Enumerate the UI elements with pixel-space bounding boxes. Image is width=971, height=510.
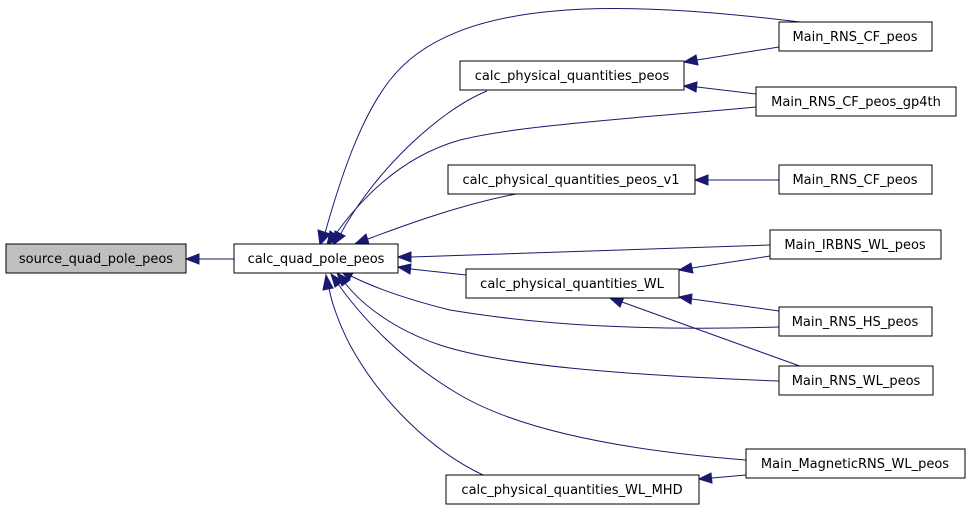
arrowhead <box>697 472 713 484</box>
edge-main-hs-to-calc-wl <box>691 298 780 312</box>
arrowhead <box>677 293 693 305</box>
node-main-magneticrns-wl-peos[interactable]: Main_MagneticRNS_WL_peos <box>745 448 966 479</box>
edge-calc-wl-to-calc-quad <box>410 268 467 276</box>
edge-main-irbns-to-calc-wl <box>691 255 771 269</box>
node-label: calc_physical_quantities_peos_v1 <box>463 173 680 188</box>
edge-calc-peos-v1-to-calc-quad <box>367 193 517 240</box>
node-label: calc_quad_pole_peos <box>248 252 385 267</box>
node-label: calc_physical_quantities_WL <box>480 277 664 292</box>
arrowhead <box>332 230 346 247</box>
arrowhead <box>330 272 344 288</box>
node-main-irbns-wl-peos[interactable]: Main_IRBNS_WL_peos <box>769 229 942 260</box>
node-calc-physical-quantities-wl-mhd[interactable]: calc_physical_quantities_WL_MHD <box>445 474 700 505</box>
node-main-rns-cf-peos-gp4th[interactable]: Main_RNS_CF_peos_gp4th <box>755 86 957 117</box>
node-label: Main_RNS_CF_peos <box>792 30 917 45</box>
node-main-rns-cf-peos-top[interactable]: Main_RNS_CF_peos <box>778 21 933 52</box>
node-calc-physical-quantities-peos[interactable]: calc_physical_quantities_peos <box>459 60 685 91</box>
arrowhead <box>682 81 698 93</box>
node-main-rns-wl-peos[interactable]: Main_RNS_WL_peos <box>778 365 934 396</box>
edge-main-hs-to-calc-quad <box>350 275 780 329</box>
node-label: calc_physical_quantities_WL_MHD <box>461 483 682 498</box>
edge-main-cf-top-to-calc-peos <box>696 46 780 61</box>
node-label: Main_MagneticRNS_WL_peos <box>761 457 949 472</box>
node-calc-quad-pole-peos[interactable]: calc_quad_pole_peos <box>233 243 399 274</box>
node-label: calc_physical_quantities_peos <box>475 69 670 84</box>
arrowhead <box>396 263 412 275</box>
node-label: Main_RNS_CF_peos_gp4th <box>771 95 941 110</box>
edge-calc-peos-to-calc-quad <box>339 90 488 236</box>
arrowhead <box>693 174 709 186</box>
node-calc-physical-quantities-wl[interactable]: calc_physical_quantities_WL <box>465 268 680 299</box>
node-label: Main_RNS_WL_peos <box>792 374 921 389</box>
node-label: Main_RNS_HS_peos <box>792 315 919 330</box>
edge-calc-wl-mhd-to-calc-quad <box>328 287 484 476</box>
arrowhead <box>317 229 331 247</box>
edge-main-wl-to-calc-wl <box>621 301 809 370</box>
edges <box>184 8 809 484</box>
node-label: Main_IRBNS_WL_peos <box>784 238 926 253</box>
node-calc-physical-quantities-peos-v1[interactable]: calc_physical_quantities_peos_v1 <box>447 164 696 195</box>
edge-main-wl-to-calc-quad <box>344 282 780 382</box>
arrowhead <box>677 262 694 274</box>
edge-main-gp4th-to-calc-quad <box>334 106 757 236</box>
edge-main-magnetic-to-calc-quad <box>337 283 747 461</box>
edge-main-gp4th-to-calc-peos <box>696 86 757 95</box>
node-label: Main_RNS_CF_peos <box>792 173 917 188</box>
edge-main-irbns-to-calc-quad <box>410 244 771 258</box>
arrowhead <box>682 54 699 66</box>
arrowhead <box>396 251 412 263</box>
node-source-quad-pole-peos[interactable]: source_quad_pole_peos <box>5 243 187 274</box>
arrowhead <box>353 233 370 245</box>
edge-main-cf-top-to-calc-quad <box>324 8 801 234</box>
node-label: source_quad_pole_peos <box>19 252 173 267</box>
arrowhead <box>322 273 334 291</box>
edge-main-magnetic-to-calc-wl-mhd <box>711 474 747 479</box>
node-main-rns-cf-peos-mid[interactable]: Main_RNS_CF_peos <box>778 164 933 195</box>
arrowhead <box>184 253 200 265</box>
node-main-rns-hs-peos[interactable]: Main_RNS_HS_peos <box>778 306 933 337</box>
